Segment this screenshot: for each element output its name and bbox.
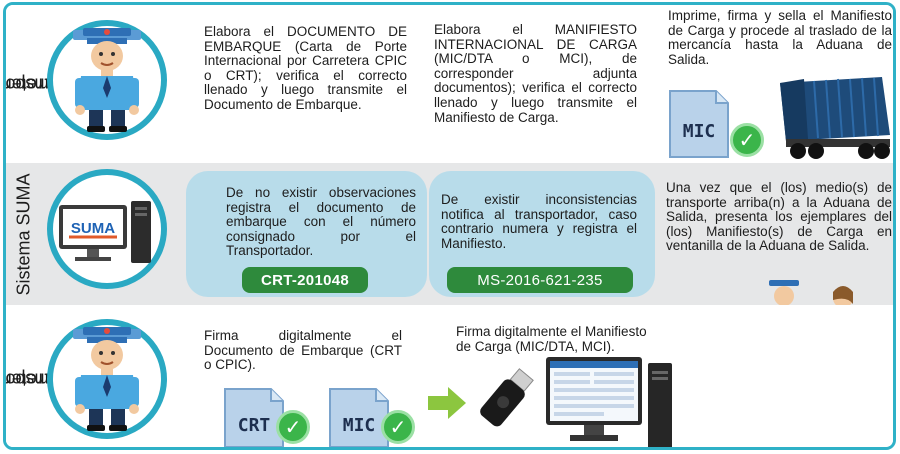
lane-label: Sistema SUMA <box>10 163 38 305</box>
step-imprime-manifiesto: Imprime, firma y sella el Manifiesto de … <box>668 8 892 67</box>
lane-sistema-suma: Sistema SUMA SUMA De no existir observac… <box>6 163 893 305</box>
driver-icon <box>73 28 141 132</box>
mic-document-icon: MIC <box>669 90 729 158</box>
step-firma-documento: Firma digitalmente el Documento de Embar… <box>204 328 402 373</box>
lane-label-line1: Sistema SUMA <box>13 172 34 296</box>
desktop-computer-icon <box>546 357 672 447</box>
mic-document-icon: MIC <box>329 388 389 447</box>
crt-label: CRT <box>238 415 271 436</box>
crt-number-badge: CRT-201048 <box>242 267 368 293</box>
driver-avatar-circle <box>47 319 167 439</box>
mic-label: MIC <box>343 415 376 436</box>
check-icon: ✓ <box>276 410 310 444</box>
crt-document-icon: CRT <box>224 388 284 447</box>
lane-label: TransportadorCarretero <box>6 9 72 159</box>
suma-logo: SUMA <box>71 220 115 237</box>
driver-icon <box>73 327 141 431</box>
step-firma-manifiesto: Firma digitalmente el Manifiesto de Carg… <box>456 324 647 354</box>
manifiesto-number-badge: MS-2016-621-235 <box>447 267 633 293</box>
truck-icon <box>780 77 890 159</box>
lane-transportador-top: TransportadorCarretero <box>6 5 893 163</box>
computer-circle: SUMA <box>47 169 167 289</box>
step-elabora-manifiesto: Elabora el MANIFIESTO INTERNACIONAL DE C… <box>434 22 637 125</box>
lane-label: TransportadorCarretero <box>6 305 72 447</box>
mic-label: MIC <box>683 121 716 142</box>
step-presenta-manifiesto: Una vez que el (los) medio(s) de transpo… <box>666 180 892 254</box>
check-icon: ✓ <box>730 123 764 157</box>
step-elabora-documento-embarque: Elabora el DOCUMENTO DE EMBARQUE (Carta … <box>204 24 407 112</box>
lane-transportador-bottom: TransportadorCarretero <box>6 305 893 447</box>
bubble-registra-documento-text: De no existir observaciones registra el … <box>226 185 416 259</box>
bubble-registra-manifiesto-text: De existir inconsistencias notifica al t… <box>441 192 637 251</box>
driver-avatar-circle <box>47 20 167 140</box>
process-diagram: TransportadorCarretero <box>3 2 896 450</box>
bubble-registra-documento: De no existir observaciones registra el … <box>186 171 427 297</box>
bubble-registra-manifiesto: De existir inconsistencias notifica al t… <box>429 171 655 297</box>
arrow-right-icon <box>428 387 466 419</box>
usb-token-icon <box>480 368 534 427</box>
computer-icon: SUMA <box>59 201 151 263</box>
check-icon: ✓ <box>381 410 415 444</box>
